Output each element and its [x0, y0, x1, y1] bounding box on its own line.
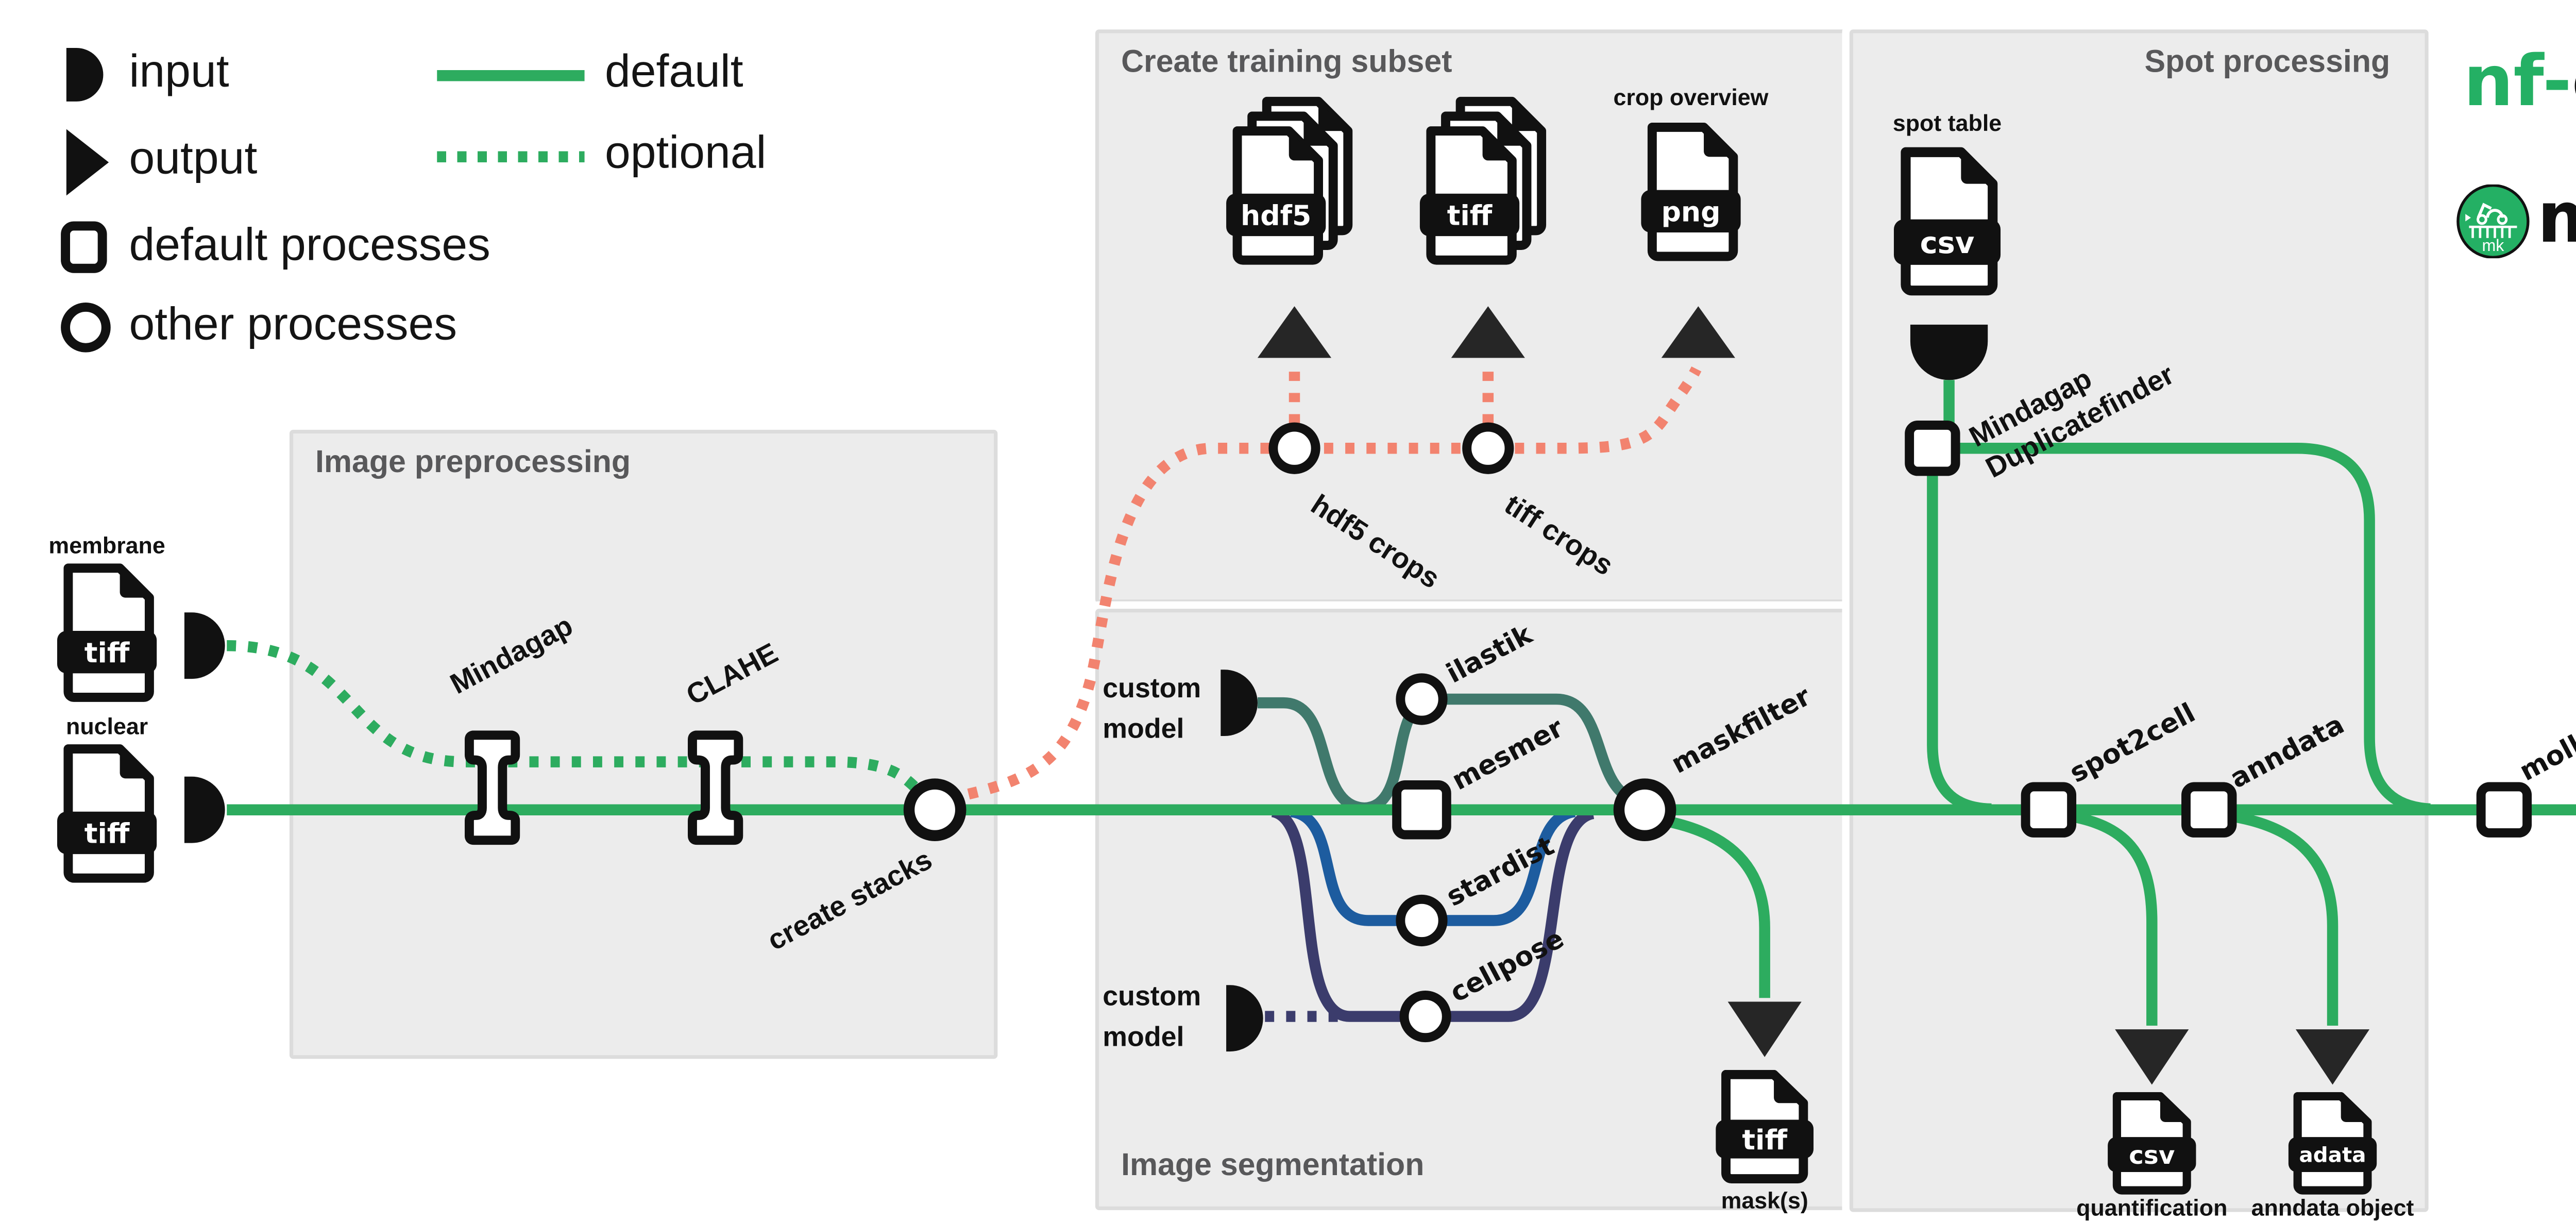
membrane-file-type: tiff — [84, 637, 130, 669]
panel-title-spot: Spot processing — [2144, 44, 2391, 79]
anndata-output-icon — [2295, 1029, 2370, 1085]
wire-quantification-out — [2064, 810, 2158, 1026]
tiff-crops-output-icon — [1451, 306, 1525, 358]
ilastik-node — [1396, 673, 1448, 725]
legend-input-label: input — [129, 46, 229, 98]
wire-ilastik — [1257, 693, 1632, 814]
mask-caption: mask(s) — [1721, 1187, 1808, 1214]
legend-output-label: output — [129, 132, 258, 185]
legend-default-line-icon — [437, 70, 585, 81]
custom-model-top-line1: custom — [1103, 673, 1201, 705]
legend-optional-label: optional — [604, 127, 767, 179]
spot-table-file-type: csv — [1920, 226, 1975, 260]
custom-model-bottom-line2: model — [1103, 1022, 1184, 1053]
duplicatefinder-node — [1905, 421, 1960, 476]
stardist-node — [1396, 894, 1448, 947]
crop-overview-caption: crop overview — [1613, 85, 1769, 111]
panel-image-segmentation — [1095, 609, 1846, 1210]
wire-mask-out — [1664, 815, 1770, 998]
logo-core-black: core/ — [2572, 41, 2576, 122]
legend-other-process-icon — [61, 302, 111, 353]
tiff-stacked-file-icon: tiff — [1419, 96, 1547, 265]
quantification-csv-file-icon: csv — [2108, 1092, 2196, 1195]
create-stacks-node — [903, 778, 967, 842]
legend-default-label: default — [604, 46, 743, 98]
tiff-crops-node — [1462, 422, 1514, 474]
clahe-node — [687, 730, 743, 845]
adata-file-type: adata — [2299, 1143, 2366, 1167]
logo-nfcore: nf-core/ — [2464, 41, 2576, 122]
legend-default-processes-label: default processes — [129, 219, 490, 272]
hdf5-file-type: hdf5 — [1241, 199, 1311, 232]
wire-duplicatefinder-down — [1927, 472, 1992, 815]
png-file-type: png — [1661, 195, 1720, 228]
legend-default-process-icon — [61, 221, 107, 273]
mesmer-node — [1392, 780, 1451, 840]
mask-file-type: tiff — [1742, 1124, 1787, 1156]
custom-model-top-label: custom model — [1103, 670, 1201, 750]
cellpose-node — [1399, 990, 1451, 1043]
hdf5-crops-node — [1268, 422, 1320, 474]
legend-optional-line-icon — [437, 151, 585, 162]
quantification-output-icon — [2115, 1029, 2189, 1085]
wire-membrane-optional — [227, 640, 927, 800]
panel-title-training: Create training subset — [1121, 44, 1452, 79]
legend-output-icon — [66, 129, 109, 196]
spot-table-csv-file-icon: csv — [1893, 147, 2001, 296]
nuclear-caption: nuclear — [66, 714, 148, 740]
spot2cell-node — [2021, 782, 2077, 838]
molkartqc-node — [2476, 782, 2532, 838]
custom-model-bottom-label: custom model — [1103, 978, 1201, 1059]
maskfilter-node — [1613, 778, 1676, 842]
nuclear-file-type: tiff — [84, 817, 130, 850]
anndata-object-caption: anndata object — [2251, 1195, 2414, 1221]
nuclear-tiff-file-icon: tiff — [57, 744, 157, 883]
hdf5-output-icon — [1257, 306, 1332, 358]
panel-title-segmentation: Image segmentation — [1121, 1147, 1425, 1183]
spot-table-caption: spot table — [1892, 110, 2002, 137]
png-output-icon — [1661, 306, 1735, 358]
mask-output-icon — [1727, 1001, 1802, 1057]
legend-other-processes-label: other processes — [129, 298, 457, 351]
quantification-file-type: csv — [2129, 1141, 2175, 1170]
adata-file-icon: adata — [2288, 1092, 2377, 1195]
mask-tiff-file-icon: tiff — [1716, 1069, 1814, 1183]
panel-title-preprocessing: Image preprocessing — [315, 444, 631, 480]
membrane-tiff-file-icon: tiff — [57, 563, 157, 702]
tiff-crops-file-type: tiff — [1447, 199, 1493, 232]
mindagap-node — [464, 730, 520, 845]
logo-molkart: molkart — [2537, 177, 2576, 258]
custom-model-bottom-line1: custom — [1103, 981, 1201, 1013]
wire-duplicatefinder-right — [1956, 442, 2431, 815]
quantification-caption: quantification — [2076, 1195, 2228, 1221]
anndata-node — [2181, 782, 2237, 838]
hdf5-stacked-file-icon: hdf5 — [1226, 96, 1353, 265]
badge-text: mk — [2482, 236, 2504, 255]
wire-anndata-out — [2225, 810, 2338, 1026]
logo-nf-green: nf- — [2463, 40, 2572, 122]
membrane-caption: membrane — [48, 533, 165, 559]
molkart-kart-badge-icon: mk — [2456, 184, 2530, 259]
custom-model-top-line2: model — [1103, 714, 1184, 745]
png-file-icon: png — [1641, 123, 1741, 261]
